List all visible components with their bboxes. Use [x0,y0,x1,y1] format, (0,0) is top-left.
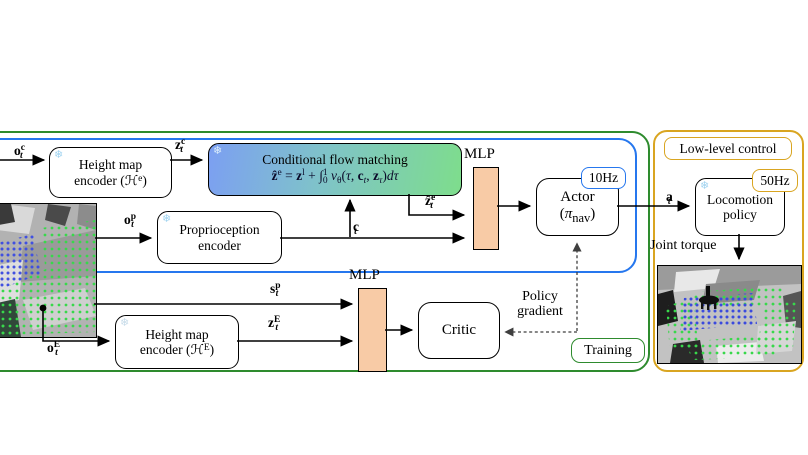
terrain-right-graphic [658,266,801,363]
actor-rate-badge: 10Hz [581,167,626,189]
conditional-flow-matching-box: ❄ Conditional flow matching ẑe = zl + ∫1… [208,143,462,196]
label-latent-e-hat: ẑet [425,193,436,211]
label-obs-p: opt [124,212,137,230]
label-action: at [666,189,673,207]
robot-mast [706,286,710,299]
label-latent-c: zct [175,137,186,155]
actor-policy-symbol: (πnav) [559,205,596,225]
label-obs-E: oEt [47,340,61,358]
low-level-control-container [653,130,804,372]
flow-matching-formula: ẑe = zl + ∫10 vθ(τ, ct, zτ)dτ [271,168,399,187]
label-obs-c: oct [14,143,25,161]
terrain-heightmap-image-left [0,203,97,338]
label-state-p: spt [270,281,281,299]
snowflake-frozen-icon: ❄ [213,144,223,157]
mlp-top-rect [473,167,499,250]
mlp-bottom-rect [358,288,387,372]
mlp-top-label: MLP [464,146,495,162]
mlp-bottom-label: MLP [349,267,380,283]
terrain-robot-image-right [657,265,802,364]
loco-rate-badge: 50Hz [752,169,798,192]
critic-label: Critic [441,322,477,339]
critic-box: Critic [418,302,500,359]
label-context-ct: ct [353,219,359,237]
snowflake-frozen-icon: ❄ [700,179,710,192]
actor-label: Actor [560,189,595,206]
snowflake-frozen-icon: ❄ [54,148,64,161]
training-container [0,131,650,372]
terrain-left-graphic [0,204,96,337]
training-badge: Training [571,338,645,363]
low-level-control-badge: Low-level control [664,137,792,160]
joint-torque-label: Joint torque [650,238,717,253]
snowflake-frozen-icon: ❄ [162,212,172,225]
snowflake-frozen-icon: ❄ [120,316,130,329]
label-latent-E: zEt [268,315,281,333]
flow-matching-title: Conditional flow matching [262,152,408,168]
